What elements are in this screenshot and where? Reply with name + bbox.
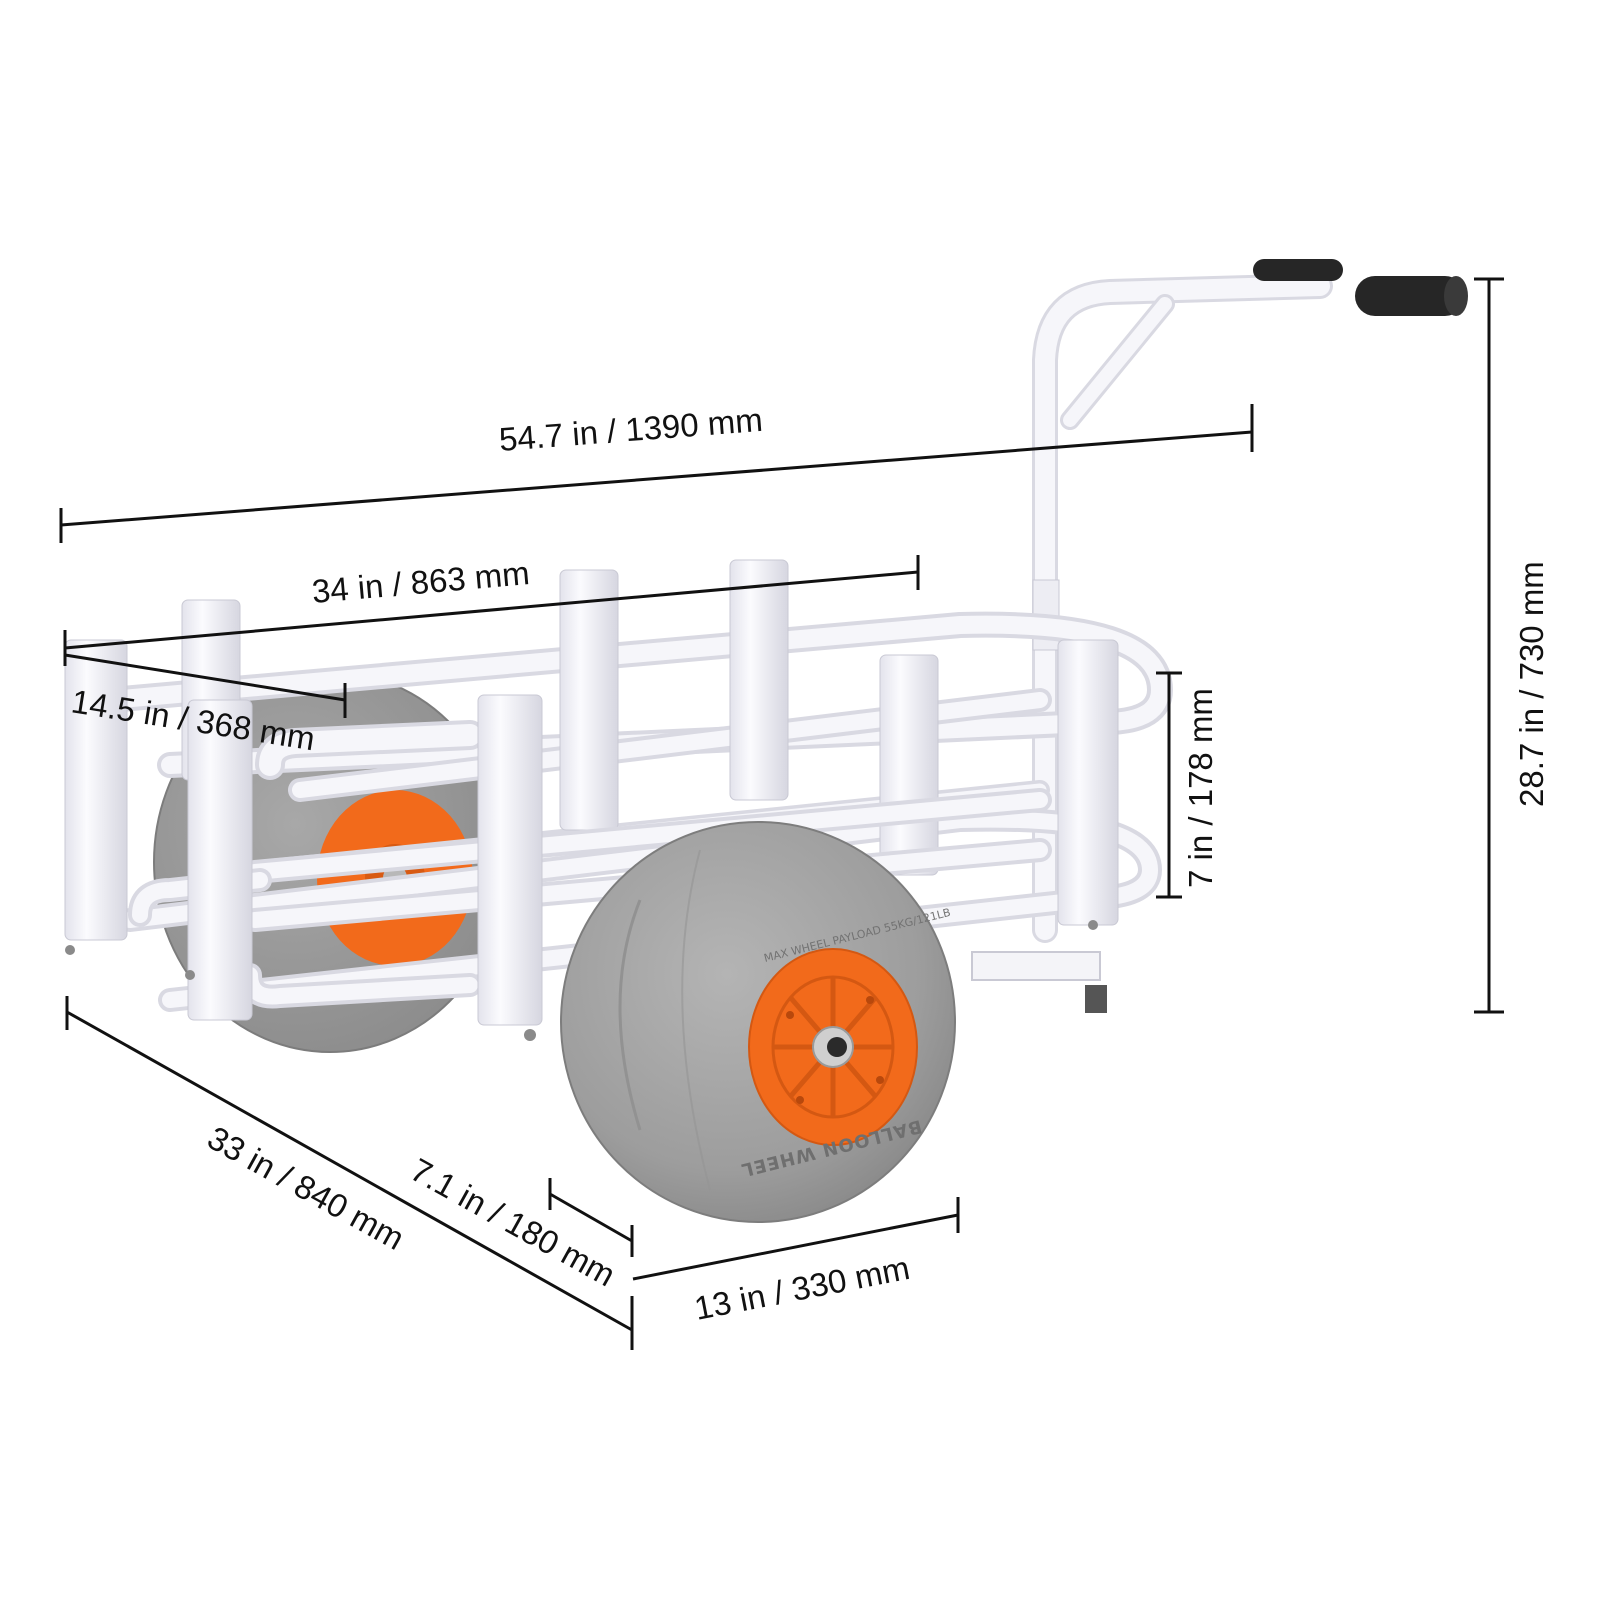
basket-frame bbox=[64, 559, 1173, 1041]
wheel-width-label: 7.1 in / 180 mm bbox=[405, 1151, 622, 1294]
rod-holders-front bbox=[64, 639, 1119, 1041]
left-grip bbox=[1253, 259, 1343, 281]
overall-height-dimension: 28.7 in / 730 mm bbox=[1474, 277, 1550, 1014]
basket-length-label: 34 in / 863 mm bbox=[310, 554, 531, 610]
front-wheel: MAX WHEEL PAYLOAD 55KG/121LB BALLOON WHE… bbox=[560, 821, 956, 1223]
basket-height-label: 7 in / 178 mm bbox=[1182, 688, 1219, 888]
overall-height-label: 28.7 in / 730 mm bbox=[1513, 561, 1550, 807]
overall-length-label: 54.7 in / 1390 mm bbox=[498, 401, 764, 458]
right-grip bbox=[1355, 276, 1465, 316]
basket-height-dimension: 7 in / 178 mm bbox=[1156, 671, 1219, 899]
cart-illustration: MAX WHEEL PAYLOAD 55KG/121LB BALLOON WHE… bbox=[64, 259, 1468, 1223]
